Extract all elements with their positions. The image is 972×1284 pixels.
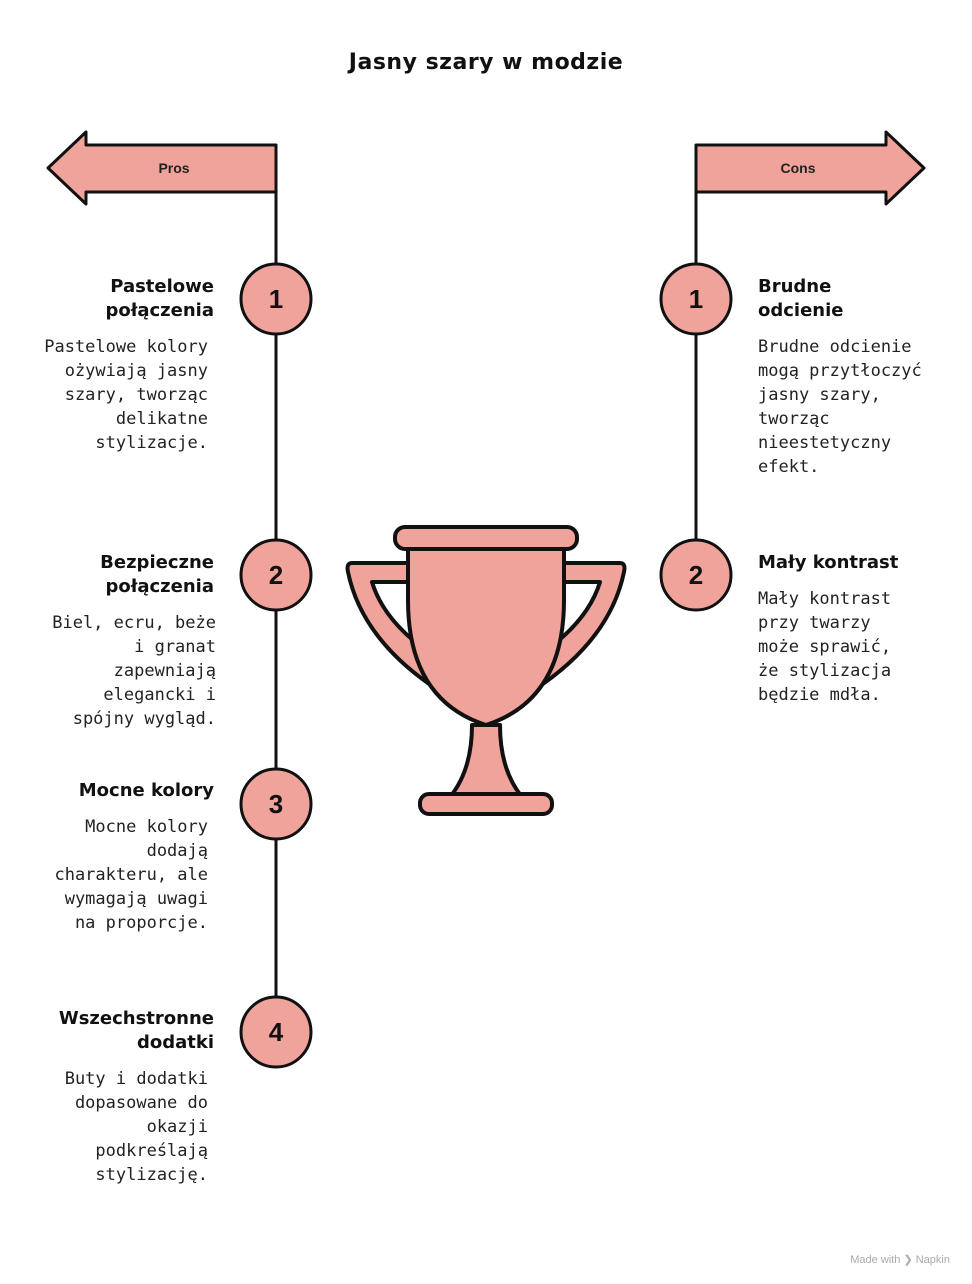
pros-item-desc-3: Mocne kolory dodają charakteru, ale wyma… [54,817,208,933]
cons-number-2: 2 [688,560,704,590]
pros-number-3: 3 [268,789,284,819]
cons-item-desc-2: Mały kontrast przy twarzy może sprawić, … [758,589,892,705]
pros-number-1: 1 [268,284,284,314]
pros-circle-4 [239,995,313,1069]
footer-text: Made with [850,1254,901,1266]
napkin-logo-icon: ❯ [903,1254,913,1266]
page-title: Jasny szary w modzie [348,50,624,75]
footer-brand: Napkin [915,1254,950,1266]
pros-circle-2 [239,538,313,612]
pros-arrow-icon [46,130,278,206]
cons-circle-2 [659,538,733,612]
cons-item-desc-1: Brudne odcienie mogą przytłoczyć jasny s… [758,337,922,477]
cons-item-title-1: Brudne odcienie [758,276,844,321]
pros-number-2: 2 [268,560,284,590]
pros-item-desc-2: Biel, ecru, beże i granat zapewniają ele… [52,613,216,729]
cons-label: Cons [780,160,816,176]
pros-circle-1 [239,262,313,336]
pros-item-desc-4: Buty i dodatki dopasowane do okazji podk… [64,1069,208,1185]
footer: Made with ❯ Napkin [850,1253,950,1266]
pros-number-4: 4 [268,1017,284,1047]
cons-number-1: 1 [688,284,704,314]
pros-item-desc-1: Pastelowe kolory ożywiają jasny szary, t… [44,337,208,453]
pros-label: Pros [158,160,190,176]
pros-item-title-3: Mocne kolory [78,780,214,801]
cons-item-title-2: Mały kontrast [758,552,899,573]
cons-circle-1 [659,262,733,336]
pros-item-title-1: Pastelowe połączenia [105,276,214,321]
trophy-icon [345,525,627,816]
pros-item-title-4: Wszechstronne dodatki [58,1008,214,1053]
pros-circle-3 [239,767,313,841]
pros-item-title-2: Bezpieczne połączenia [100,552,214,597]
cons-arrow-icon [694,130,926,206]
